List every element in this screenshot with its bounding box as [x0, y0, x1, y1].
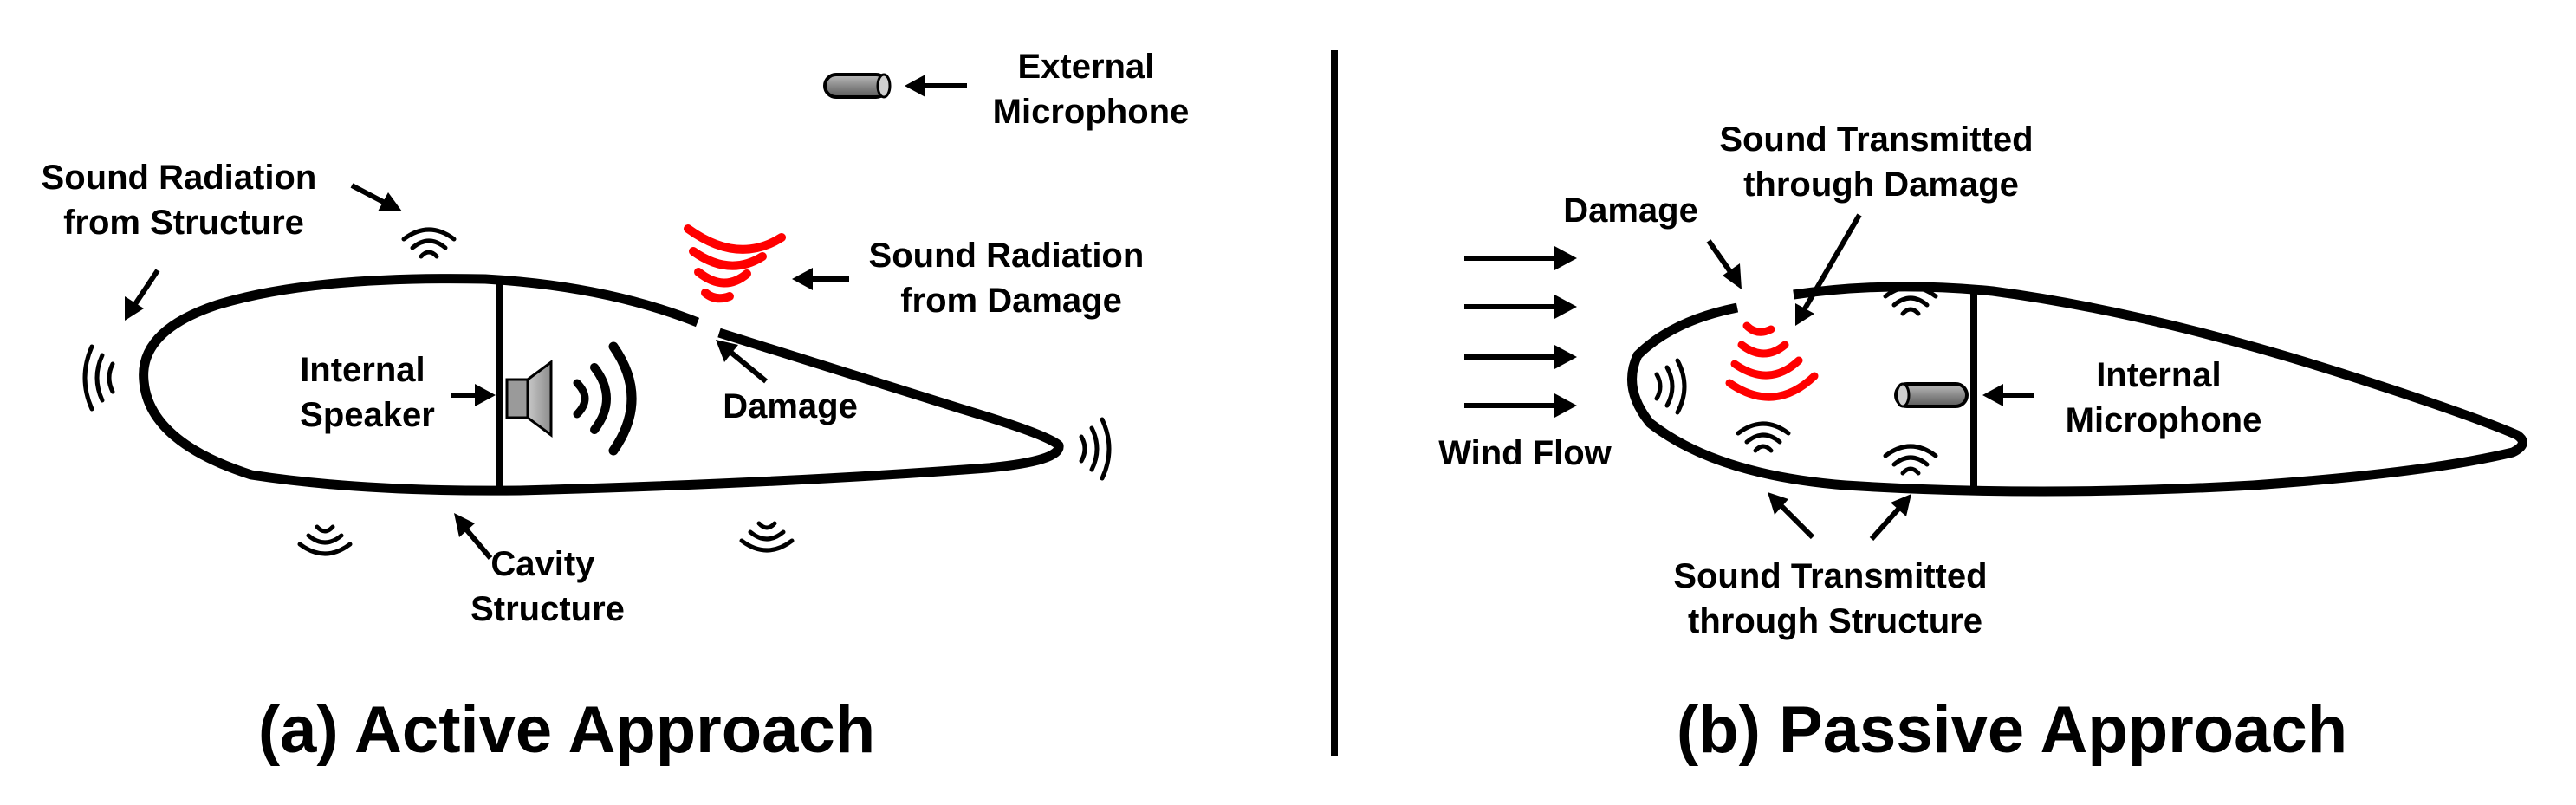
external-microphone-icon	[823, 73, 892, 99]
panel-passive: Damage Sound Transmitted through Damage …	[1438, 120, 2527, 767]
label-damage-passive: Damage	[1563, 192, 1698, 230]
panel-title-active: (a) Active Approach	[258, 693, 875, 767]
damage-sound-waves-icon	[684, 224, 786, 303]
airfoil-outline	[139, 274, 1064, 496]
structure-sound-waves-tail-icon	[1079, 417, 1112, 481]
label-damage-active: Damage	[723, 387, 858, 425]
label-sound-transmitted-damage: Sound Transmitted through Damage	[1719, 120, 2042, 204]
structure-sound-waves-top-passive-icon	[1883, 284, 1938, 316]
arrow-cavity-structure	[454, 513, 493, 560]
arrow-internal-speaker	[451, 384, 496, 406]
label-cavity-structure: Cavity Structure	[470, 545, 625, 628]
arrow-sound-radiation-structure-top	[350, 183, 402, 211]
structure-sound-waves-nose-icon	[1654, 358, 1687, 415]
structure-sound-waves-bottom-right-passive-icon	[1883, 444, 1938, 476]
arrow-damage	[716, 340, 768, 384]
structure-sound-waves-bottom-left-icon	[297, 524, 353, 556]
label-sound-radiation-structure: Sound Radiation from Structure	[42, 159, 327, 242]
arrow-internal-microphone	[1982, 384, 2034, 406]
arrow-sound-transmitted-damage	[1795, 213, 1862, 326]
panel-active: External Microphone Sound Radiation from…	[42, 48, 1190, 767]
arrow-external-microphone	[905, 75, 967, 97]
internal-speaker	[505, 360, 553, 438]
label-internal-microphone: Internal Microphone	[2066, 356, 2262, 439]
structure-sound-waves-top-icon	[401, 227, 457, 259]
speaker-sound-waves-icon	[573, 341, 637, 456]
wind-flow-arrows-icon	[1464, 246, 1577, 418]
label-internal-speaker: Internal Speaker	[300, 351, 435, 434]
structure-sound-waves-bottom-right-icon	[739, 521, 795, 553]
label-sound-radiation-damage: Sound Radiation from Damage	[869, 237, 1154, 320]
label-external-microphone: External Microphone	[993, 48, 1190, 131]
structure-sound-waves-left-icon	[82, 344, 115, 412]
label-wind-flow: Wind Flow	[1438, 434, 1612, 472]
panel-title-passive: (b) Passive Approach	[1677, 693, 2347, 767]
airfoil-outline-passive	[1627, 282, 2527, 497]
structure-sound-waves-bottom-left-passive-icon	[1736, 421, 1791, 453]
arrow-sound-radiation-structure-left	[125, 269, 160, 321]
label-sound-transmitted-structure: Sound Transmitted through Structure	[1673, 557, 1996, 640]
arrow-sound-transmitted-structure-left	[1768, 492, 1815, 540]
arrow-sound-transmitted-structure-right	[1869, 494, 1911, 542]
damage-sound-waves-passive-icon	[1725, 321, 1819, 401]
internal-microphone-icon	[1894, 382, 1969, 408]
arrow-damage-passive	[1706, 239, 1742, 289]
arrow-sound-radiation-damage	[792, 268, 849, 290]
